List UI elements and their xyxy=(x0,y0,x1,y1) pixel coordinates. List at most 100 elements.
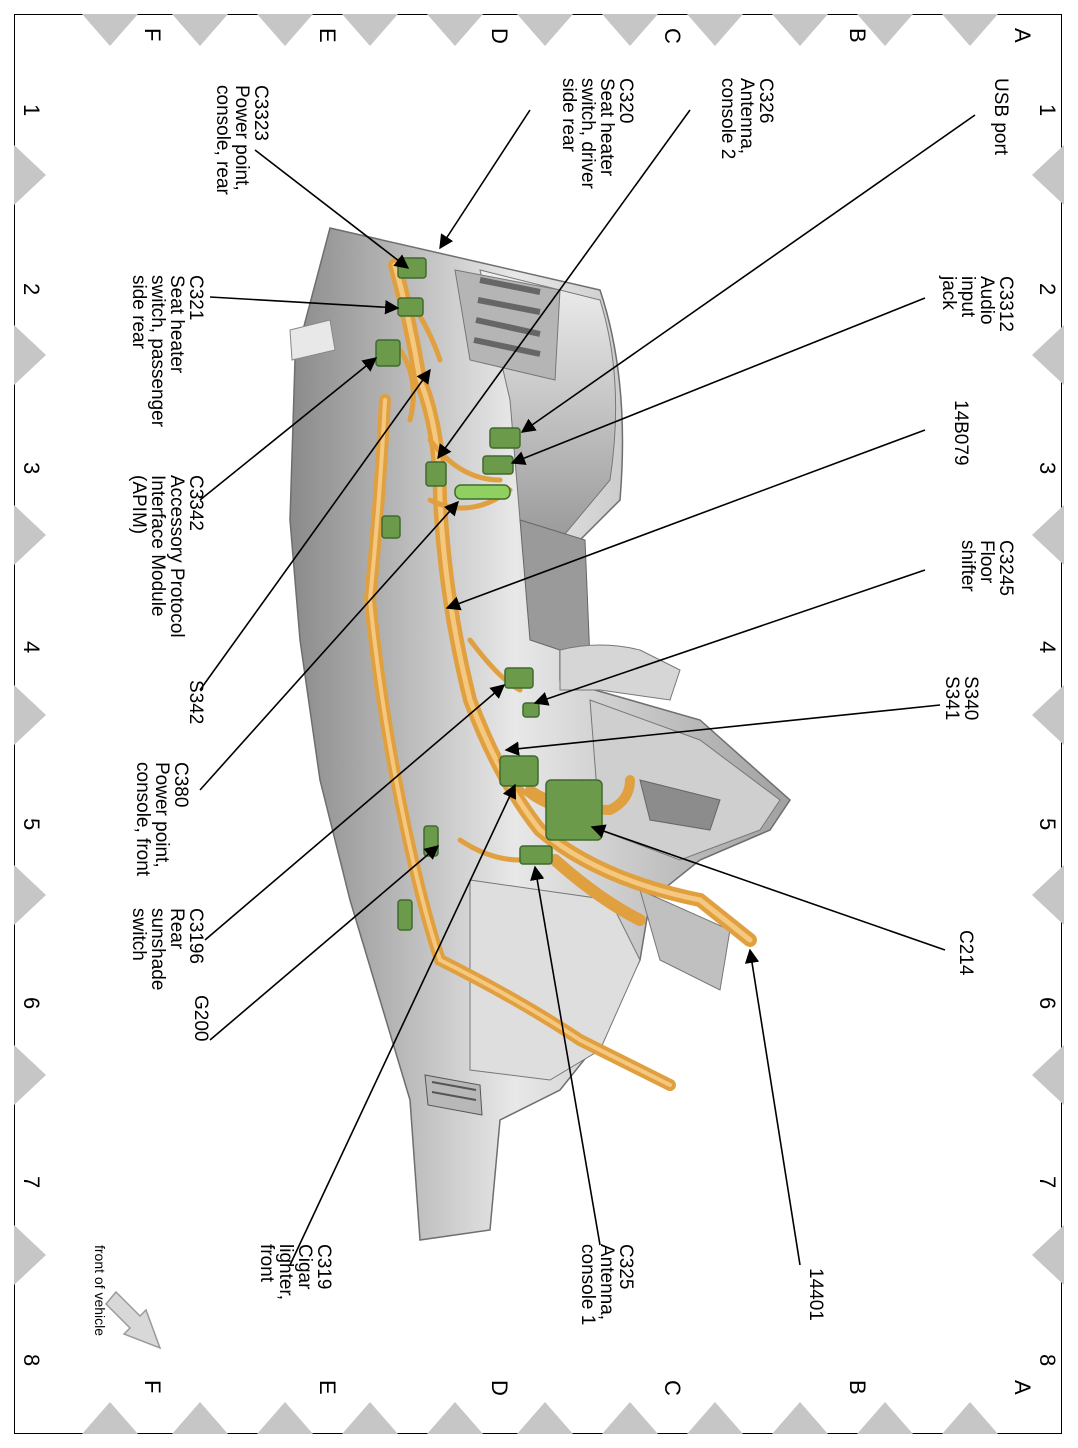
label-c3196: C3196Rearsunshadeswitch xyxy=(128,908,206,990)
grid-number-right: 5 xyxy=(1035,818,1060,830)
label-c319-line: lighter, xyxy=(275,1244,296,1300)
label-l14401-line: 14401 xyxy=(805,1268,826,1321)
border-marker xyxy=(517,14,573,46)
border-marker xyxy=(1032,1225,1064,1285)
label-c3196-line: Rear xyxy=(166,908,187,950)
label-c325-line: console 1 xyxy=(577,1244,598,1325)
border-marker xyxy=(772,1402,828,1434)
grid-letter-top: C xyxy=(660,28,685,44)
front-of-vehicle-arrow xyxy=(104,1290,162,1350)
grid-number-left: 3 xyxy=(19,462,44,474)
border-marker xyxy=(1032,505,1064,565)
grid-letter-top: D xyxy=(487,28,512,44)
border-marker xyxy=(342,14,398,46)
label-c3323-line: Power point, xyxy=(231,85,252,191)
label-c326: C326Antenna,console 2 xyxy=(717,78,776,159)
border-marker xyxy=(857,1402,913,1434)
grid-letter-bottom: D xyxy=(487,1380,512,1396)
label-c3312-line: C3312 xyxy=(995,276,1016,332)
border-markers xyxy=(14,14,1064,1434)
grid-number-right: 6 xyxy=(1035,997,1060,1009)
label-c326-line: console 2 xyxy=(717,78,738,159)
border-marker xyxy=(14,1225,46,1285)
grid-number-right: 2 xyxy=(1035,283,1060,295)
label-c3312-line: Audio xyxy=(976,276,997,325)
label-c321: C321Seat heaterswitch, passengerside rea… xyxy=(128,275,206,428)
border-marker xyxy=(687,14,743,46)
label-c319-line: C319 xyxy=(313,1244,334,1289)
label-c326-line: Antenna, xyxy=(736,78,757,154)
label-usb-port: USB port xyxy=(990,78,1011,156)
label-c380-line: C380 xyxy=(170,762,191,807)
label-b14b079: 14B079 xyxy=(950,400,971,466)
grid-number-left: 7 xyxy=(19,1176,44,1188)
label-c321-line: switch, passenger xyxy=(147,275,168,428)
label-c325: C325Antenna,console 1 xyxy=(577,1244,636,1325)
label-c3312-line: jack xyxy=(938,275,959,310)
label-g200: G200 xyxy=(190,995,211,1041)
border-marker xyxy=(82,14,138,46)
label-c214-line: C214 xyxy=(955,930,976,976)
label-c3196-line: sunshade xyxy=(147,908,168,990)
border-marker xyxy=(427,1402,483,1434)
grid-number-right: 8 xyxy=(1035,1354,1060,1366)
label-c326-line: C326 xyxy=(755,78,776,123)
border-marker xyxy=(82,1402,138,1434)
grid-letter-top: F xyxy=(140,28,165,41)
grid-number-left: 1 xyxy=(19,104,44,116)
grid-number-right: 3 xyxy=(1035,462,1060,474)
label-s340: S340S341 xyxy=(941,676,981,720)
label-c325-line: C325 xyxy=(615,1244,636,1289)
border-marker xyxy=(14,325,46,385)
border-marker xyxy=(1032,145,1064,205)
label-c3342: C3342Accessory ProtocolInterface Module(… xyxy=(128,475,206,638)
border-marker xyxy=(1032,1045,1064,1105)
connector-c3312 xyxy=(482,455,514,475)
label-c3323-line: console, rear xyxy=(212,85,233,196)
label-c3245: C3245Floorshifter xyxy=(957,540,1016,596)
label-c3323: C3323Power point,console, rear xyxy=(212,85,271,196)
label-s340-line: S341 xyxy=(941,676,962,720)
label-c3342-line: Interface Module xyxy=(147,475,168,617)
border-marker xyxy=(1032,325,1064,385)
grid-number-right: 1 xyxy=(1035,104,1060,116)
connector-c325 xyxy=(519,845,553,865)
label-c319: C319Cigarlighter,front xyxy=(256,1244,334,1300)
border-marker xyxy=(342,1402,398,1434)
border-marker xyxy=(257,14,313,46)
grid-number-right: 4 xyxy=(1035,641,1060,653)
border-marker xyxy=(14,865,46,925)
label-c214: C214 xyxy=(955,930,976,976)
grid-number-left: 4 xyxy=(19,641,44,653)
label-c320: C320Seat heaterswitch, driverside rear xyxy=(558,78,636,190)
label-s342-line: S342 xyxy=(185,680,206,724)
label-c3245-line: C3245 xyxy=(995,540,1016,596)
grid-letter-top: E xyxy=(315,28,340,43)
border-marker xyxy=(14,1045,46,1105)
grid-number-right: 7 xyxy=(1035,1176,1060,1188)
label-s340-line: S340 xyxy=(960,676,981,720)
grid-letter-top: A xyxy=(1010,28,1035,43)
label-c3196-line: C3196 xyxy=(185,908,206,964)
connector-c3323 xyxy=(397,257,427,279)
label-l14401: 14401 xyxy=(805,1268,826,1321)
connector-c326 xyxy=(425,461,447,487)
label-c321-line: C321 xyxy=(185,275,206,320)
connector-c380 xyxy=(454,484,511,500)
border-marker xyxy=(857,14,913,46)
connector-c214 xyxy=(545,779,603,841)
label-c3312: C3312Audioinputjack xyxy=(938,275,1016,332)
border-marker xyxy=(14,145,46,205)
connector-c3245 xyxy=(522,702,540,718)
label-c320-line: Seat heater xyxy=(596,78,617,177)
connector-g200-2 xyxy=(397,899,413,931)
border-marker xyxy=(14,505,46,565)
label-c3245-line: shifter xyxy=(957,540,978,592)
label-g200-line: G200 xyxy=(190,995,211,1041)
grid-letter-bottom: A xyxy=(1010,1380,1035,1395)
label-s342: S342 xyxy=(185,680,206,724)
grid-letter-bottom: E xyxy=(315,1380,340,1395)
grid-number-left: 5 xyxy=(19,818,44,830)
border-marker xyxy=(172,14,228,46)
